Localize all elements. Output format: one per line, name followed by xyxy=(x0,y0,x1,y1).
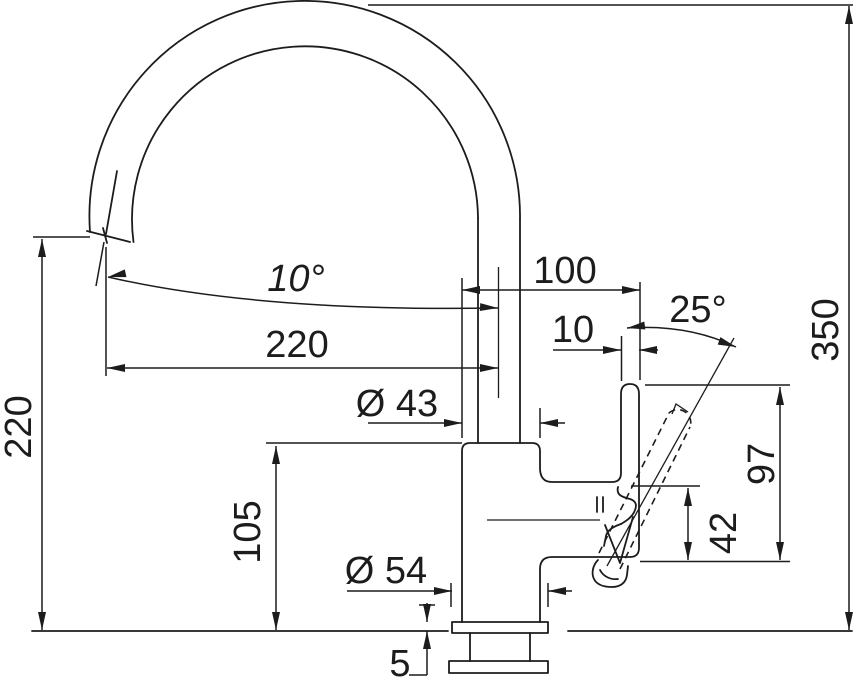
arrow-d54-right xyxy=(434,587,452,595)
dim-label-lever-lower: 42 xyxy=(703,512,745,554)
spout-tip-tick xyxy=(102,227,108,244)
arc-10deg xyxy=(107,276,499,310)
dim-label-lever-upper: 97 xyxy=(741,443,783,485)
arrow-d54-left xyxy=(548,587,566,595)
arrow-105-down xyxy=(272,612,280,630)
arrow-97-up xyxy=(776,387,784,405)
arrow-10-right xyxy=(603,346,621,354)
arrow-5-down xyxy=(423,604,431,622)
dim-label-lever-width: 10 xyxy=(552,309,594,351)
base-flange-top xyxy=(451,621,549,634)
lever-end-cap-inner xyxy=(599,569,619,581)
arrow-220v-down xyxy=(38,612,46,630)
arrowheads xyxy=(38,6,853,649)
arrow-5-up xyxy=(423,631,431,649)
mounting-base xyxy=(448,621,549,674)
arrow-220v-up xyxy=(38,239,46,257)
spout-tip-face xyxy=(86,230,131,243)
dim-label-spout-reach: 220 xyxy=(265,324,328,366)
spout-inner-arc xyxy=(131,45,479,243)
dim-label-body-height: 105 xyxy=(227,500,269,563)
lever-dashed-cap xyxy=(668,408,692,428)
arrow-42-down xyxy=(684,542,692,560)
lever-tilted-dashed-position xyxy=(598,337,735,570)
arrow-d43-left xyxy=(540,419,558,427)
arrow-d43-right xyxy=(444,419,462,427)
dim-label-spout-angle: 10° xyxy=(267,258,324,300)
body-and-lever-profile xyxy=(461,383,640,623)
dim-label-lever-angle: 25° xyxy=(669,289,726,331)
dim-label-spout-height: 220 xyxy=(0,395,40,458)
spout-inner-wall-line xyxy=(105,170,118,235)
spout-outer-arc xyxy=(88,0,521,233)
lever-base-curve-3 xyxy=(604,516,634,564)
spout-tip-angled-ext xyxy=(95,241,105,287)
arrow-arc10-left xyxy=(108,269,127,278)
arrow-10-left xyxy=(639,346,657,354)
arrow-350-up xyxy=(845,6,853,24)
lever-dashed-edge-left xyxy=(598,412,670,554)
lever-dashed-edge-right xyxy=(619,426,691,570)
lever-cap-face-tick xyxy=(671,403,689,415)
body-outline xyxy=(461,383,640,623)
arrow-100-right xyxy=(622,286,640,294)
arrow-100-left xyxy=(462,286,480,294)
arrow-arc25-left xyxy=(627,321,646,330)
dim-label-base-diameter: Ø 54 xyxy=(345,550,427,592)
arrow-42-up xyxy=(684,488,692,506)
arrow-350-down xyxy=(845,612,853,630)
lever-axis-line xyxy=(606,337,735,567)
dim-label-deck-flange: 5 xyxy=(389,643,410,685)
dim-label-body-diameter: Ø 43 xyxy=(356,383,438,425)
arrow-97-down xyxy=(776,542,784,560)
dimension-lines xyxy=(33,4,853,676)
lever-base-curve-1 xyxy=(616,486,637,525)
arrow-arc10-right xyxy=(479,303,498,312)
arrow-220h-right xyxy=(480,364,498,372)
spout-outline xyxy=(86,0,521,444)
lever-end-cap xyxy=(591,559,629,588)
arrow-arc25-right xyxy=(717,337,736,347)
arrow-105-up xyxy=(272,446,280,464)
dim-label-overall-height: 350 xyxy=(805,298,847,361)
dimension-labels: 10° 220 100 10 25° Ø 43 Ø 54 5 350 220 1… xyxy=(0,250,847,685)
arrow-220h-left xyxy=(107,364,125,372)
dim-label-top-offset: 100 xyxy=(533,250,596,292)
base-flange-bottom xyxy=(448,660,549,674)
